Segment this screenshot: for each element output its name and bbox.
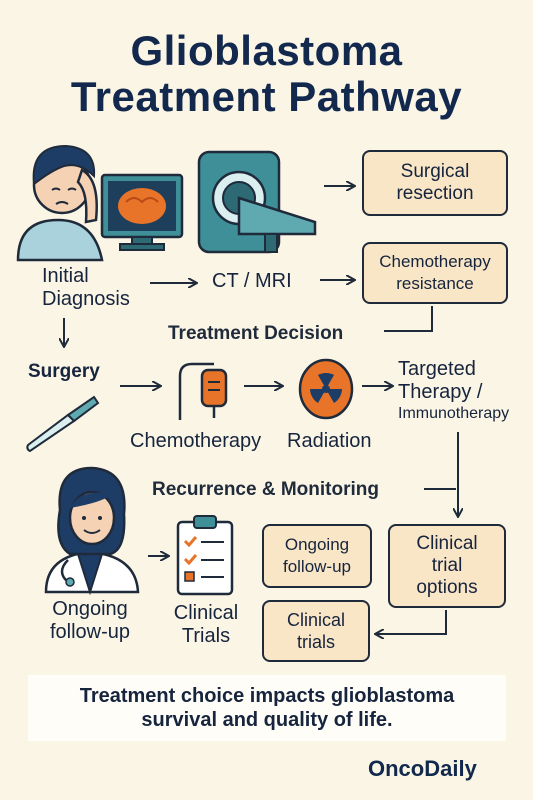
node-surgery: Surgery xyxy=(28,361,100,382)
clinical-trial-options-line-3: options xyxy=(416,577,478,598)
footer-statement: Treatment choice impacts glioblastoma su… xyxy=(28,675,506,741)
radiation-symbol-icon xyxy=(298,358,354,420)
page-title: Glioblastoma Treatment Pathway xyxy=(0,28,533,120)
node-initial-diagnosis: Initial Diagnosis xyxy=(42,265,130,311)
chemotherapy-resistance-box: Chemotherapy resistance xyxy=(362,242,508,304)
surgical-resection-line-2: resection xyxy=(396,183,474,204)
oncodaily-logo[interactable]: OncoDaily xyxy=(368,756,477,781)
ongoing-followup-label-line-1: Ongoing xyxy=(52,598,128,620)
clinical-trial-options-line-1: Clinical xyxy=(416,533,478,554)
initial-diagnosis-line-1: Initial xyxy=(42,265,89,287)
node-radiation: Radiation xyxy=(287,430,372,452)
footer-line-1: Treatment choice impacts glioblastoma xyxy=(79,685,455,707)
clinical-trials-box-line-2: trials xyxy=(296,632,335,652)
node-chemotherapy: Chemotherapy xyxy=(130,430,262,452)
scalpel-icon xyxy=(26,395,100,453)
clinical-trials-label-line-2: Trials xyxy=(181,625,231,647)
worried-patient-icon xyxy=(16,144,184,262)
clinical-trial-options-line-2: trial xyxy=(431,555,463,576)
surgical-resection-line-1: Surgical xyxy=(400,161,470,182)
mri-scanner-icon xyxy=(197,150,317,254)
treatment-decision-label: Treatment Decision xyxy=(168,323,344,344)
surgical-resection-box: Surgical resection xyxy=(362,150,508,216)
initial-diagnosis-line-2: Diagnosis xyxy=(42,288,130,310)
arrow-options-to-trials xyxy=(376,610,447,634)
chemo-resistance-line-2: resistance xyxy=(396,274,474,293)
ongoing-followup-box-line-2: follow-up xyxy=(282,557,352,576)
chemo-resistance-line-1: Chemotherapy xyxy=(379,252,491,271)
checklist-clipboard-icon xyxy=(176,515,234,596)
doctor-icon xyxy=(44,466,140,596)
node-ct-mri: CT / MRI xyxy=(212,270,292,292)
iv-bag-icon xyxy=(178,362,228,420)
title-line-2: Treatment Pathway xyxy=(70,73,463,120)
ongoing-follow-up-label: Ongoing follow-up xyxy=(40,598,140,644)
clinical-trials-label: Clinical Trials xyxy=(162,602,250,648)
ongoing-followup-box-line-1: Ongoing xyxy=(284,535,350,554)
clinical-trial-options-box: Clinical trial options xyxy=(388,524,506,608)
clinical-trials-box: Clinical trials xyxy=(262,600,370,662)
footer-line-2: survival and quality of life. xyxy=(141,709,393,731)
targeted-therapy-line-2: Therapy / xyxy=(398,381,483,403)
recurrence-monitoring-label: Recurrence & Monitoring xyxy=(152,479,379,500)
node-targeted-therapy: Targeted Therapy / Immunotherapy xyxy=(398,358,509,424)
clinical-trials-label-line-1: Clinical xyxy=(173,602,239,624)
ongoing-followup-label-line-2: follow-up xyxy=(49,621,131,643)
title-line-1: Glioblastoma xyxy=(130,27,403,74)
targeted-therapy-line-1: Targeted xyxy=(398,358,476,380)
ongoing-follow-up-box: Ongoing follow-up xyxy=(262,524,372,588)
brain-scan-monitor-icon xyxy=(100,173,184,251)
line-resistance-to-decision xyxy=(384,306,433,332)
clinical-trials-box-line-1: Clinical xyxy=(286,610,346,630)
targeted-therapy-line-3: Immunotherapy xyxy=(398,405,510,422)
